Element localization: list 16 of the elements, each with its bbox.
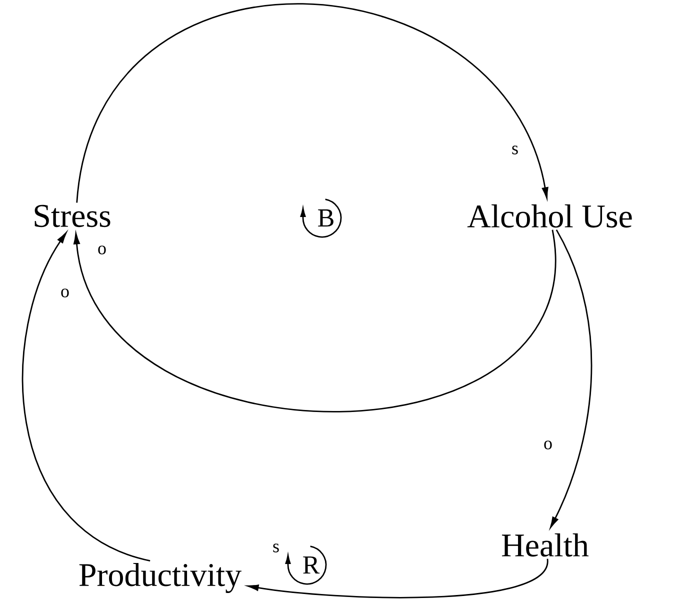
polarity-label: o [96, 244, 108, 256]
variable-label: Alcohol Use [467, 204, 632, 228]
polarity-label: o [542, 440, 554, 450]
arrow [550, 229, 592, 528]
loop-label: R [303, 556, 320, 574]
polarity-label: s [510, 144, 520, 156]
arrow [76, 3, 548, 203]
polarity-label: o [60, 288, 70, 298]
arrow [74, 230, 554, 412]
arrow [248, 558, 548, 598]
loop-label: B [318, 209, 334, 227]
variable-label: Productivity [79, 563, 242, 593]
polarity-label: s [272, 542, 280, 554]
arrow [22, 232, 150, 562]
variable-label: Stress [34, 204, 110, 228]
variable-label: Health [502, 533, 589, 557]
